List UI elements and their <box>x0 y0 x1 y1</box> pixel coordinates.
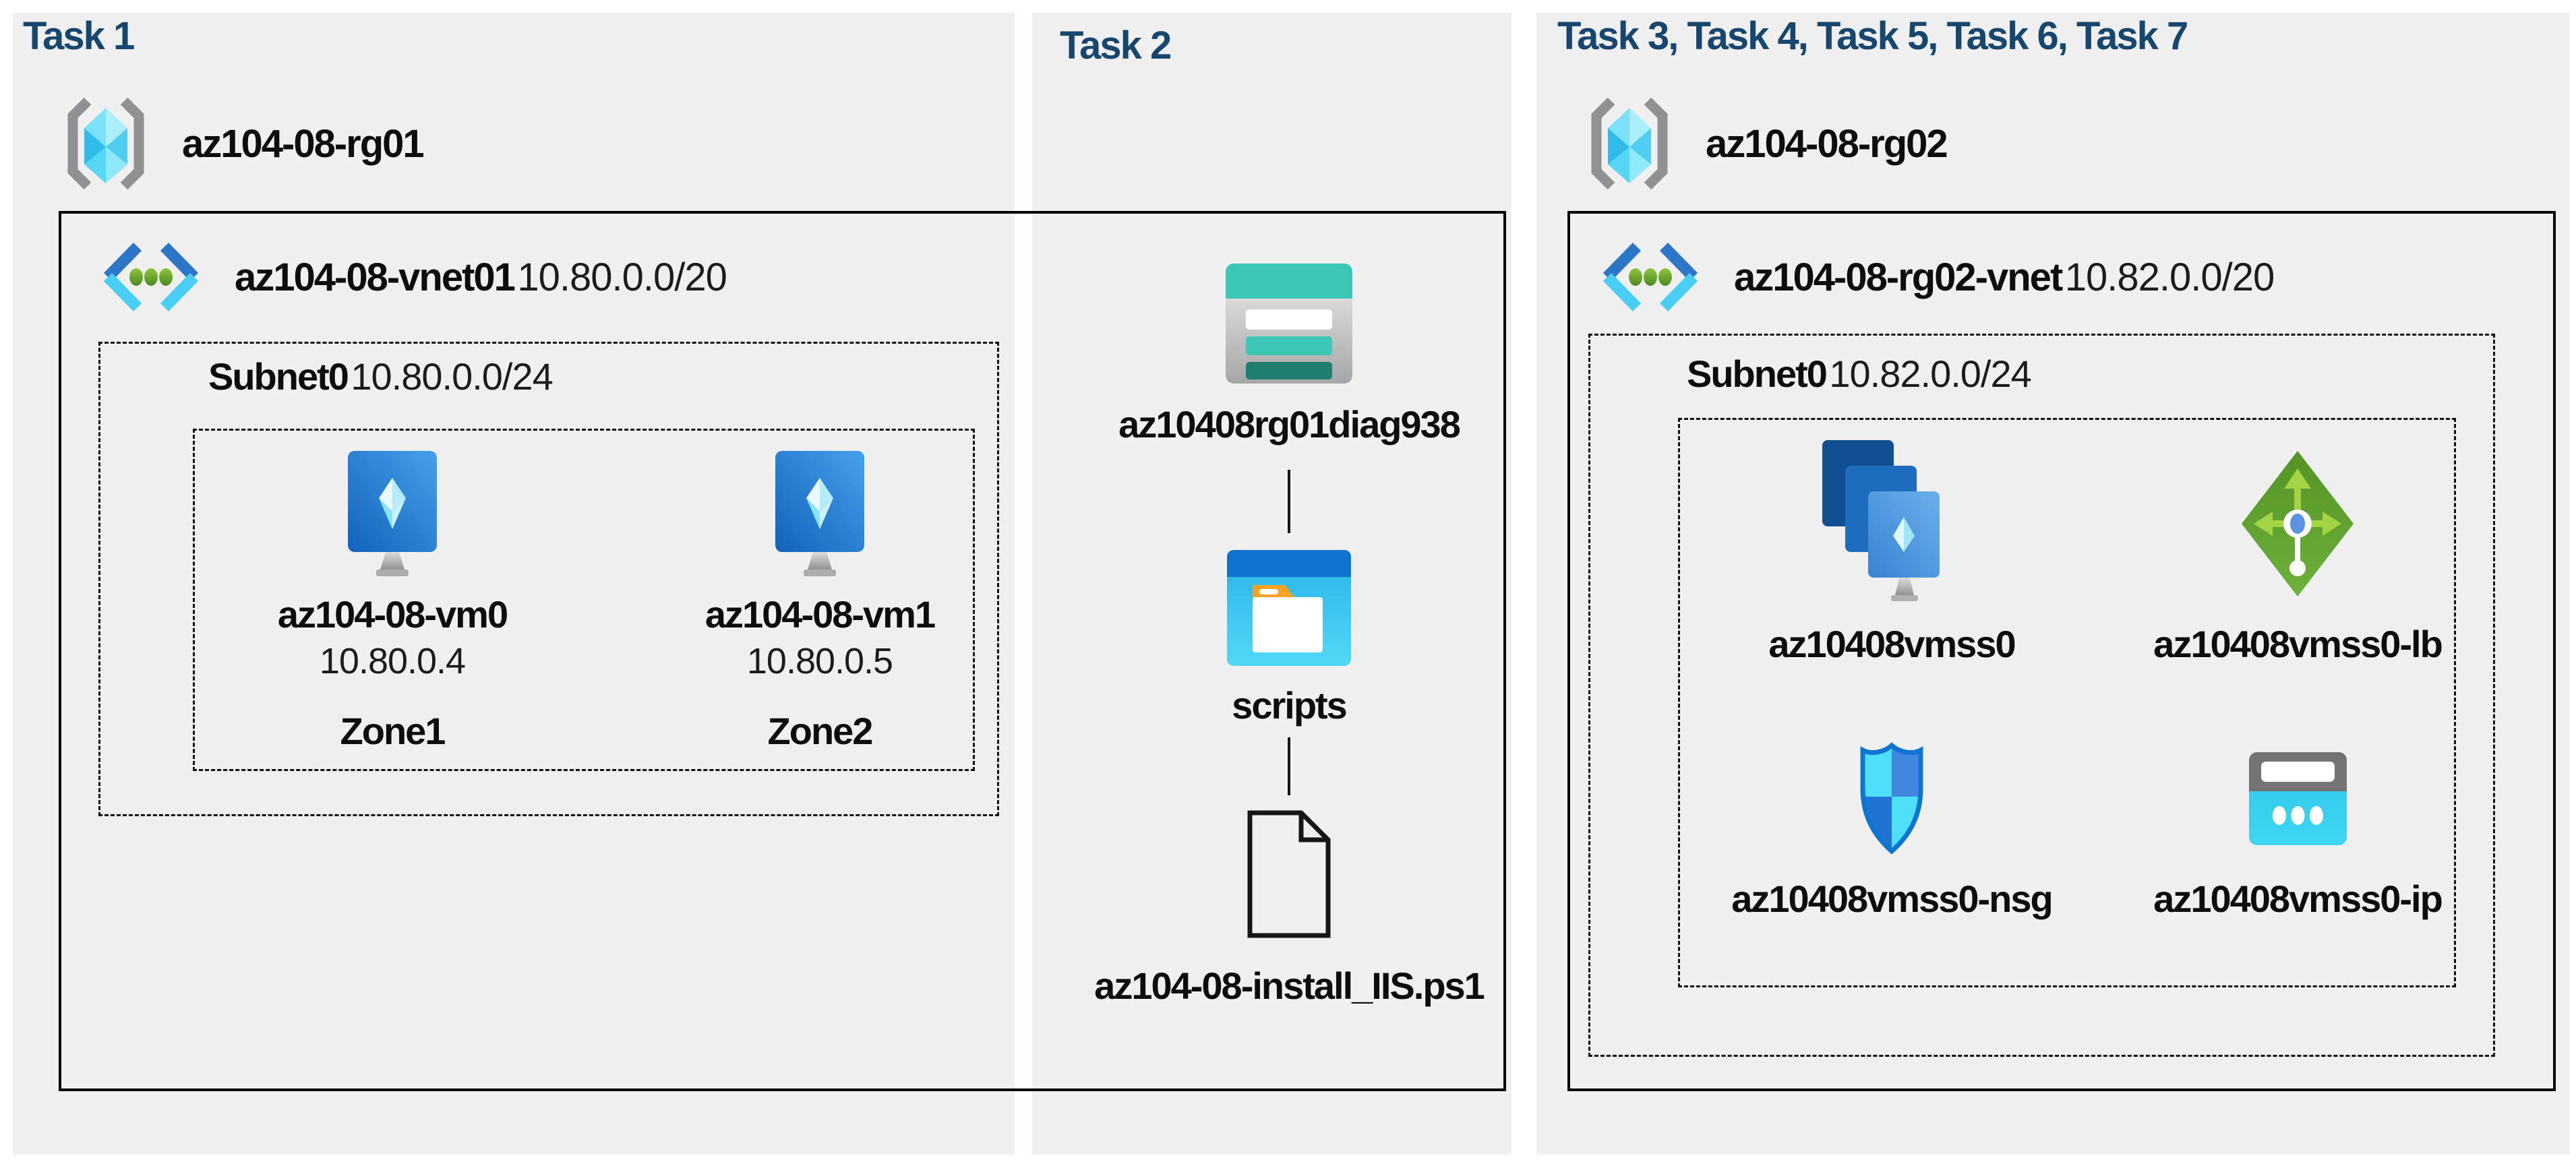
connector-line <box>1288 737 1290 795</box>
virtual-network-icon <box>1602 243 1698 311</box>
resource-group-rg02: az104-08-rg02 <box>1586 94 1948 193</box>
task1-panel <box>13 13 1015 1155</box>
container-name: scripts <box>1232 684 1348 727</box>
vm0-item: az104-08-vm0 10.80.0.4 Zone1 <box>231 450 554 753</box>
network-security-group-icon <box>1860 742 1923 855</box>
resource-group-name: az104-08-rg02 <box>1706 121 1948 166</box>
vmss-resources-box: az10408vmss0 <box>1678 418 2456 987</box>
subnet-label: Subnet0 10.82.0.0/24 <box>1687 352 2032 396</box>
public-ip-item: az10408vmss0-ip <box>2095 731 2500 921</box>
load-balancer-icon <box>2242 451 2354 596</box>
resource-name: az10408vmss0-ip <box>2153 878 2443 920</box>
icon-box <box>2248 731 2347 866</box>
storage-account-item: az10408rg01diag938 <box>1053 264 1525 446</box>
vnet-cidr: 10.80.0.0/20 <box>517 255 727 299</box>
vm-ip: 10.80.0.5 <box>746 641 893 681</box>
resource-name: az10408vmss0-lb <box>2153 623 2443 665</box>
task1-title: Task 1 <box>23 14 135 58</box>
subnet0-box-rg01: Subnet0 10.80.0.0/24 az104-08-vm0 10.80.… <box>98 342 999 816</box>
vm1-item: az104-08-vm1 10.80.0.5 Zone2 <box>658 450 982 753</box>
subnet-name: Subnet0 <box>1687 352 1828 395</box>
vnet-name: az104-08-rg02-vnet <box>1734 255 2063 299</box>
vnet-name: az104-08-vnet01 <box>235 255 516 299</box>
subnet-cidr: 10.82.0.0/24 <box>1829 352 2031 395</box>
script-file-icon <box>1247 810 1331 938</box>
task3-panel <box>1536 13 2570 1155</box>
subnet-cidr: 10.80.0.0/24 <box>351 355 553 398</box>
storage-account-name: az10408rg01diag938 <box>1118 403 1461 446</box>
task2-title: Task 2 <box>1060 24 1172 67</box>
folder-icon <box>1227 550 1351 666</box>
icon-box <box>1821 436 1963 611</box>
connector-line <box>1288 470 1290 533</box>
virtual-network-icon <box>103 243 199 311</box>
icon-box <box>2240 436 2355 611</box>
subnet-name: Subnet0 <box>208 355 349 398</box>
vnet-cidr: 10.82.0.0/20 <box>2064 255 2275 299</box>
script-file-item: az104-08-install_IIS.ps1 <box>1053 809 1525 1008</box>
resource-group-icon <box>67 97 144 190</box>
vm-scale-set-icon <box>1822 440 1940 601</box>
vnet02-header: az104-08-rg02-vnet 10.82.0.0/20 <box>1599 241 2275 313</box>
resource-group-icon <box>1591 97 1668 190</box>
vm-zone: Zone2 <box>767 710 874 752</box>
icon-box <box>1848 731 1936 866</box>
rg01-boundary-box <box>59 211 1506 1091</box>
subnet-label: Subnet0 10.80.0.0/24 <box>208 355 553 398</box>
vm-zone-box: az104-08-vm0 10.80.0.4 Zone1 az104-08-vm… <box>193 429 975 771</box>
vm-name: az104-08-vm1 <box>705 593 936 636</box>
vm-name: az104-08-vm0 <box>277 593 508 636</box>
vmss-item: az10408vmss0 <box>1689 436 2094 666</box>
storage-account-icon <box>1226 264 1352 383</box>
nsg-item: az10408vmss0-nsg <box>1689 731 2094 921</box>
resource-group-name: az104-08-rg01 <box>182 121 425 166</box>
task3-title: Task 3, Task 4, Task 5, Task 6, Task 7 <box>1557 14 2188 58</box>
rg02-boundary-box <box>1567 211 2556 1091</box>
public-ip-icon <box>2248 752 2347 845</box>
script-file-name: az104-08-install_IIS.ps1 <box>1094 964 1485 1007</box>
virtual-machine-icon <box>775 451 864 576</box>
vm-zone: Zone1 <box>340 710 446 752</box>
resource-name: az10408vmss0-nsg <box>1731 878 2053 920</box>
resource-group-rg01: az104-08-rg01 <box>62 94 425 193</box>
resource-name: az10408vmss0 <box>1768 623 2016 665</box>
vm-ip: 10.80.0.4 <box>319 641 466 681</box>
virtual-machine-icon <box>348 451 437 576</box>
load-balancer-item: az10408vmss0-lb <box>2095 436 2500 666</box>
vnet01-header: az104-08-vnet01 10.80.0.0/20 <box>100 241 727 313</box>
subnet0-box-rg02: Subnet0 10.82.0.0/24 <box>1588 334 2495 1057</box>
scripts-container-item: scripts <box>1053 550 1525 727</box>
